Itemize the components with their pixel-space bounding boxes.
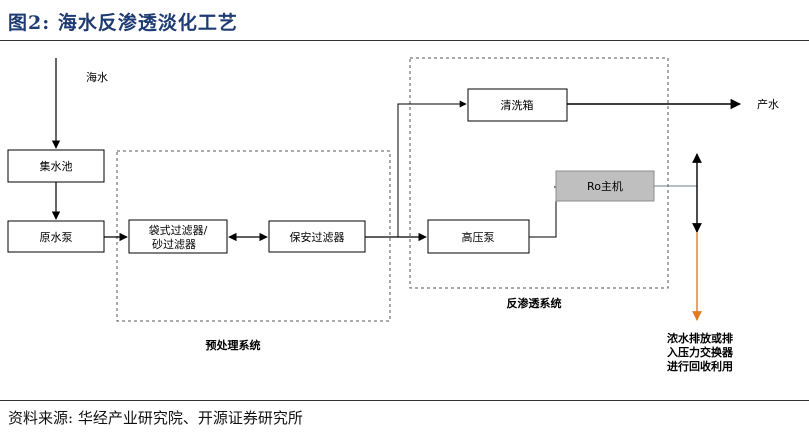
bag-filter-label-line1: 袋式过滤器/ bbox=[149, 223, 208, 237]
pretreatment-system-label: 预处理系统 bbox=[206, 338, 261, 352]
security-filter-label: 保安过滤器 bbox=[290, 230, 345, 244]
product-water-label: 产水 bbox=[757, 97, 779, 111]
collection-pool-box bbox=[7, 149, 105, 183]
brine-label-line1: 浓水排放或排 bbox=[667, 331, 733, 345]
raw-pump-box bbox=[7, 220, 105, 253]
source-note: 资料来源: 华经产业研究院、开源证券研究所 bbox=[8, 409, 303, 427]
brine-label-line3: 进行回收利用 bbox=[667, 359, 733, 373]
collection-pool-label: 集水池 bbox=[40, 159, 73, 173]
seawater-label: 海水 bbox=[86, 70, 108, 84]
secfilter-to-cleaning-line bbox=[397, 100, 467, 237]
ro-system-boundary bbox=[409, 57, 669, 289]
bag-filter-box bbox=[128, 219, 228, 254]
bag-filter-label-line2: 砂过滤器 bbox=[152, 238, 196, 251]
cleaning-tank-box bbox=[467, 88, 568, 122]
pretreatment-system-boundary bbox=[116, 150, 391, 322]
title-rule bbox=[0, 40, 809, 41]
hppump-to-ro-line bbox=[529, 186, 557, 238]
footer-rule bbox=[0, 400, 809, 401]
cleaning-tank-label: 清洗箱 bbox=[501, 98, 534, 112]
ro-main-label: Ro主机 bbox=[587, 179, 623, 193]
brine-label-line2: 入压力交换器 bbox=[667, 345, 734, 359]
ro-system-label: 反渗透系统 bbox=[507, 296, 562, 310]
security-filter-box bbox=[268, 220, 366, 253]
high-pressure-pump-label: 高压泵 bbox=[462, 230, 495, 244]
figure-title: 图2: 海水反渗透淡化工艺 bbox=[8, 12, 238, 34]
raw-pump-label: 原水泵 bbox=[40, 231, 73, 244]
